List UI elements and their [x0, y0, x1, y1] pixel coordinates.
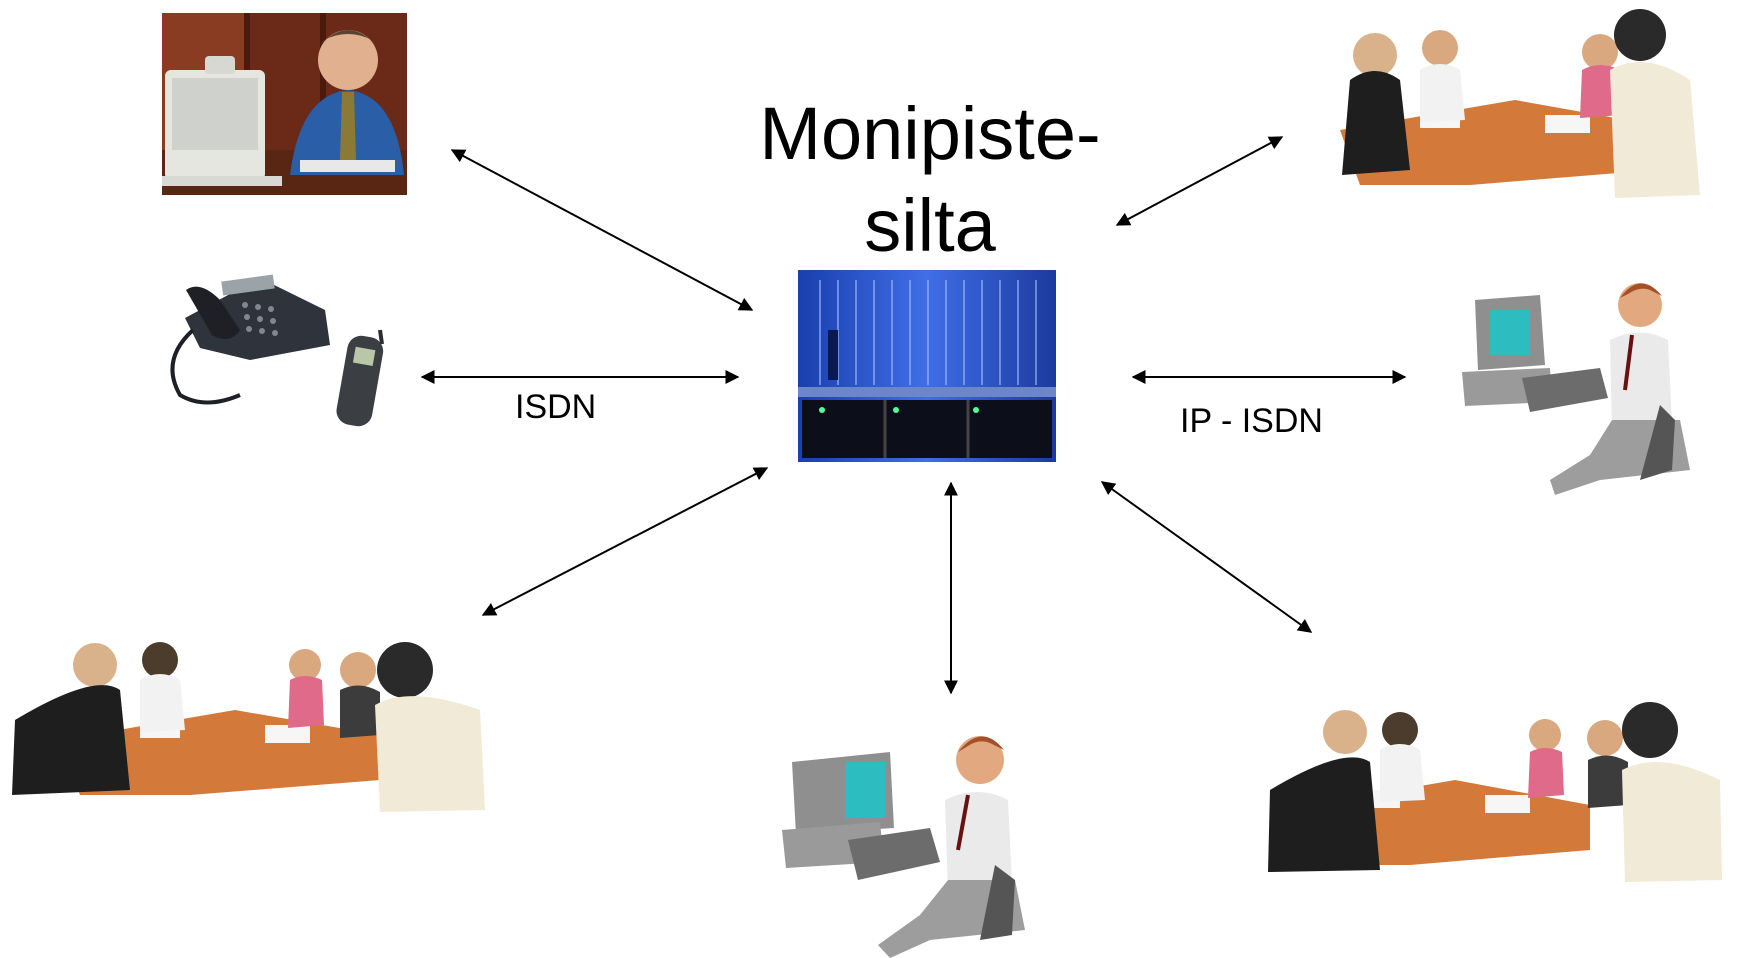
workstation-user-bottom-image — [782, 736, 1025, 958]
title-line-2: silta — [864, 184, 996, 267]
conference-room-bottom-right-image — [1268, 702, 1722, 882]
isdn-phone-and-mobile-image — [170, 274, 384, 427]
arrow-bottom-right-room — [1100, 481, 1313, 633]
connection-arrows — [420, 136, 1407, 695]
arrow-top-right-room — [1115, 136, 1284, 226]
ip-isdn-label: IP - ISDN — [1180, 402, 1323, 440]
isdn-label: ISDN — [515, 388, 597, 426]
conference-room-bottom-left-image — [12, 642, 485, 812]
desktop-video-user-image — [162, 13, 407, 195]
mcu-bridge-image — [798, 270, 1056, 462]
arrow-bottom-left-room — [481, 467, 769, 616]
title-line-1: Monipiste- — [759, 92, 1101, 175]
conference-room-top-right-image — [1340, 9, 1700, 198]
ip-workstation-user-image — [1462, 283, 1690, 495]
diagram-title: Monipiste- silta — [730, 88, 1130, 272]
arrow-desktop-user — [450, 149, 754, 311]
